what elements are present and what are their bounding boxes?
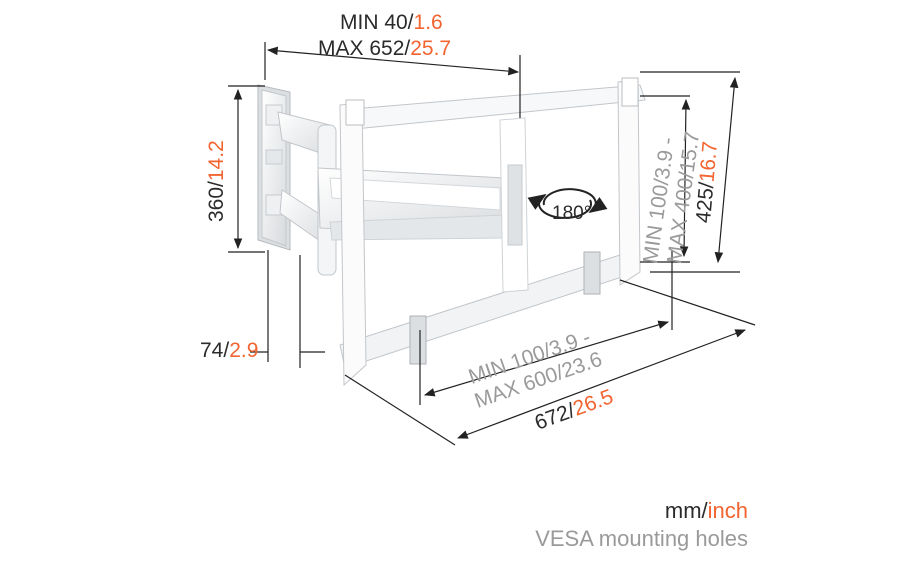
depth-max-label: MAX 652/25.7 xyxy=(318,37,452,60)
plate-height-label: 360/14.2 xyxy=(205,140,228,222)
plate-width-label: 74/2.9 xyxy=(200,339,259,362)
vesa-legend: VESA mounting holes xyxy=(535,526,748,551)
dimension-lines xyxy=(228,42,756,446)
wall-plate xyxy=(257,84,291,251)
vesa-dimension-lines xyxy=(419,95,691,405)
rotation-icon xyxy=(527,188,608,219)
depth-min-label: MIN 40/1.6 xyxy=(340,11,443,34)
unit-mm: mm/ xyxy=(664,498,708,523)
tv-bracket xyxy=(339,77,646,387)
swing-arms xyxy=(277,111,511,276)
unit-legend: mm/inch xyxy=(665,498,748,524)
unit-inch: inch xyxy=(707,498,748,523)
rotation-label: 180° xyxy=(552,203,592,224)
